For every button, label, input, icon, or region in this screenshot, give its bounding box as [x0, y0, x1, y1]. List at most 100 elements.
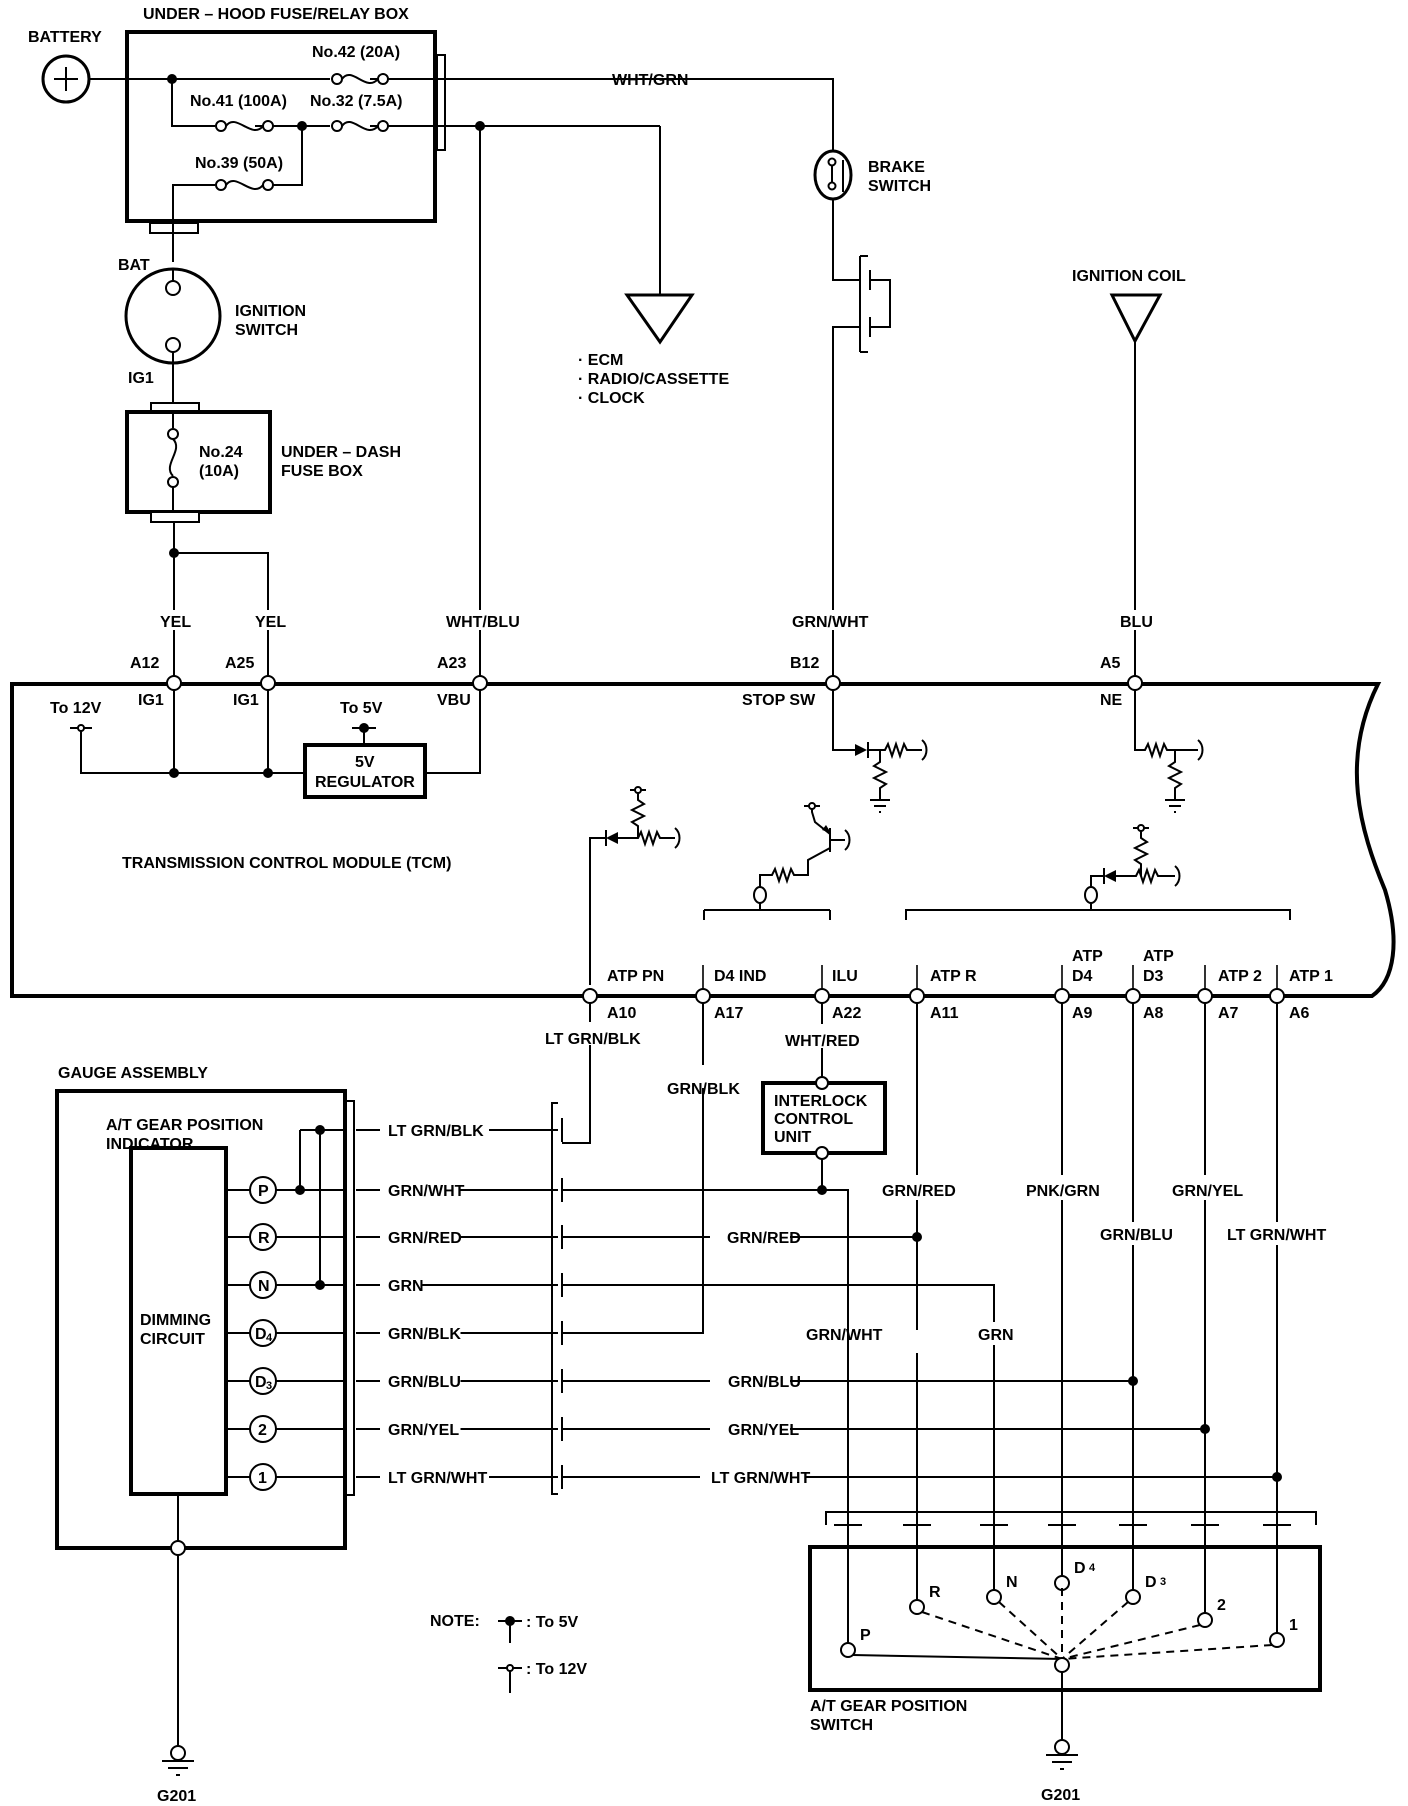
pin-a10: A10	[607, 1005, 636, 1022]
lamp-label-sub: 3	[266, 1380, 272, 1392]
fuse-no39-label: No.39 (50A)	[195, 155, 283, 172]
to-12v-symbol-icon	[498, 1664, 522, 1693]
lamp-row: 1 LT GRN/WHT	[226, 1463, 563, 1491]
switch-contact: N	[980, 1524, 1063, 1660]
pin-a11: A11	[930, 1005, 959, 1022]
wire-grn-yel-v-label: GRN/YEL	[1172, 1183, 1243, 1200]
wire-lt-grn-wht-v-label: LT GRN/WHT	[1227, 1227, 1326, 1244]
5v-regulator	[303, 743, 427, 799]
wire-pnk-grn-label: PNK/GRN	[1026, 1183, 1100, 1200]
indicator-lamp-icon	[249, 1271, 277, 1299]
lamp-wire-label: GRN/RED	[388, 1230, 462, 1247]
switch-position-label: R	[929, 1584, 941, 1601]
pin-a25-func: IG1	[233, 692, 259, 709]
ignition-coil-icon	[1109, 293, 1163, 345]
note-label: NOTE:	[430, 1613, 480, 1630]
lamp-label: N	[258, 1278, 270, 1295]
pin-b12: B12	[790, 655, 819, 672]
load-ecm: · ECM	[578, 352, 623, 369]
lamp-label-sub: 4	[266, 1332, 273, 1344]
gear-switch-box	[808, 1545, 1322, 1692]
pin-a17: A17	[714, 1005, 743, 1022]
lamp-wire-label: GRN/WHT	[388, 1183, 465, 1200]
ignition-switch-label-2: SWITCH	[235, 322, 298, 339]
tcm-label: TRANSMISSION CONTROL MODULE (TCM)	[122, 855, 451, 872]
switch-position-sub: 4	[1089, 1562, 1096, 1574]
pin-a7-func: ATP 2	[1218, 968, 1262, 985]
atp-input-circuit	[905, 824, 1291, 920]
pin-a8-func-1: ATP	[1143, 948, 1174, 965]
dimming-label-1: DIMMING	[140, 1312, 211, 1329]
ignition-coil-label: IGNITION COIL	[1072, 268, 1186, 285]
wire-grn-blk-top-label: GRN/BLK	[667, 1081, 740, 1098]
indicator-lamp-icon	[249, 1176, 277, 1204]
pin-a25: A25	[225, 655, 254, 672]
lamp-wire-label: LT GRN/BLK	[388, 1123, 484, 1140]
indicator-lamps: LT GRN/BLK P GRN/WHT R GRN/RED N GRN D 4 GRN/BLK D…	[226, 1118, 590, 1491]
lamp-label: P	[258, 1183, 269, 1200]
pin-a6-func: ATP 1	[1289, 968, 1333, 985]
indicator-label-1: A/T GEAR POSITION	[106, 1117, 263, 1134]
wire-wht-blu-label: WHT/BLU	[446, 614, 520, 631]
to-12v-label: To 12V	[50, 700, 102, 717]
lamp-row: R GRN/RED	[226, 1223, 563, 1251]
wire-wht-grn-label: WHT/GRN	[612, 72, 688, 89]
load-clock: · CLOCK	[578, 390, 645, 407]
fuse-no24-label-1: No.24	[199, 444, 243, 461]
ground-left-label: G201	[157, 1788, 196, 1805]
lamp-wire-label: GRN/BLK	[388, 1326, 461, 1343]
pin-a12-func: IG1	[138, 692, 164, 709]
fuse-no32-icon	[331, 120, 389, 132]
pin-a22: A22	[832, 1005, 861, 1022]
lamp-wire-label: LT GRN/WHT	[388, 1470, 487, 1487]
lamp-label: R	[258, 1230, 270, 1247]
brake-switch-label-2: SWITCH	[868, 178, 931, 195]
stop-sw-input-circuit	[832, 690, 928, 813]
wire-yel-1-label: YEL	[160, 614, 191, 631]
battery-icon	[41, 54, 91, 104]
lamp-wire-label: GRN	[388, 1278, 424, 1295]
switch-position-label: D	[1074, 1560, 1086, 1577]
load-radio: · RADIO/CASSETTE	[578, 371, 729, 388]
interlock-label-1: INTERLOCK	[774, 1093, 868, 1110]
wire-grn-blu-h-label: GRN/BLU	[728, 1374, 801, 1391]
tcm-top-pins	[166, 675, 1143, 691]
brake-switch-label-1: BRAKE	[868, 159, 925, 176]
ignition-ig1-label: IG1	[128, 370, 154, 387]
fuse-no32-label: No.32 (7.5A)	[310, 93, 402, 110]
wire-yel-2-label: YEL	[255, 614, 286, 631]
to-5v-symbol-icon	[498, 1616, 522, 1643]
fuse-no24-icon	[167, 413, 179, 512]
indicator-lamp-icon	[249, 1367, 277, 1395]
fuse-no24-label-2: (10A)	[199, 463, 239, 480]
pin-a12: A12	[130, 655, 159, 672]
pin-a9: A9	[1072, 1005, 1093, 1022]
switch-position-label: P	[860, 1627, 871, 1644]
to-5v-terminal-icon	[352, 723, 376, 745]
regulator-label-2: REGULATOR	[315, 774, 415, 791]
note-to-12v: : To 12V	[526, 1661, 587, 1678]
wire-grn-red-v-label: GRN/RED	[882, 1183, 956, 1200]
switch-contact: 1	[1061, 1524, 1298, 1660]
lamp-label: D	[255, 1374, 267, 1391]
underdash-label-1: UNDER – DASH	[281, 444, 401, 461]
switch-hub	[1054, 1657, 1070, 1673]
gauge-connector	[345, 1100, 355, 1496]
pin-a17-func: D4 IND	[714, 968, 766, 985]
fuse-no39-icon	[215, 179, 274, 191]
note-to-5v: : To 5V	[526, 1614, 578, 1631]
pin-a22-func: ILU	[832, 968, 858, 985]
gear-switch-label-1: A/T GEAR POSITION	[810, 1698, 967, 1715]
ground-right-label: G201	[1041, 1787, 1080, 1804]
lamp-wire-label: GRN/YEL	[388, 1422, 459, 1439]
pin-a5: A5	[1100, 655, 1121, 672]
ground-g201-left-icon	[162, 1745, 194, 1776]
lamp-label: 1	[258, 1470, 267, 1487]
